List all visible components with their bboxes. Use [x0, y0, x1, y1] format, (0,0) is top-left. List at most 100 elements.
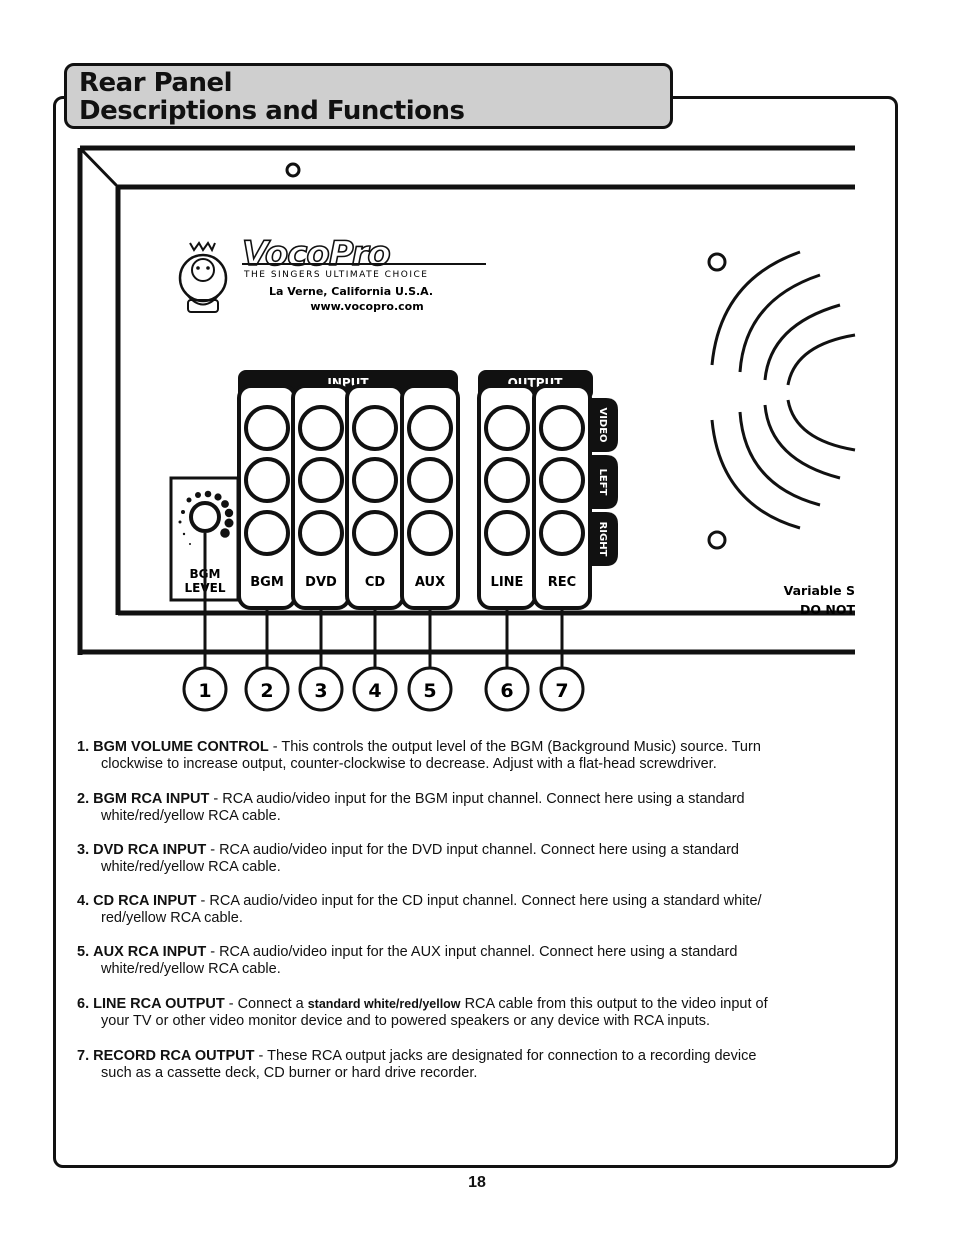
rca-jack-icon — [244, 405, 290, 451]
title-line-2: Descriptions and Functions — [79, 96, 465, 126]
channel-label: AUX — [415, 575, 445, 590]
rca-jack-icon — [539, 405, 585, 451]
item-name: AUX RCA INPUT — [93, 944, 207, 960]
side-tab-video: VIDEO — [592, 398, 618, 452]
item-name: CD RCA INPUT — [93, 893, 197, 909]
item-2: 2. BGM RCA INPUT - RCA audio/video input… — [77, 791, 882, 825]
rca-jack-icon — [484, 457, 530, 503]
item-name: BGM VOLUME CONTROL — [93, 739, 269, 755]
callout-4: 4 — [352, 610, 398, 712]
callout-1: 1 — [182, 533, 228, 712]
jack-column-aux: AUX — [400, 384, 460, 610]
side-tab-label: LEFT — [597, 469, 608, 496]
item-number: 3. — [77, 842, 90, 858]
item-7: 7. RECORD RCA OUTPUT - These RCA output … — [77, 1048, 882, 1082]
side-tab-right: RIGHT — [592, 512, 618, 566]
item-name: DVD RCA INPUT — [93, 842, 207, 858]
item-text-cont: white/red/yellow RCA cable. — [101, 961, 281, 977]
jack-column-dvd: DVD — [291, 384, 351, 610]
item-text: - RCA audio/video input for the BGM inpu… — [209, 791, 745, 807]
rca-jack-icon — [407, 510, 453, 556]
brand-website: www.vocopro.com — [310, 300, 423, 313]
rca-jack-icon — [407, 457, 453, 503]
page-number: 18 — [468, 1174, 486, 1191]
channel-label: CD — [365, 575, 386, 590]
callout-5: 5 — [407, 610, 453, 712]
item-5: 5. AUX RCA INPUT - RCA audio/video input… — [77, 944, 882, 978]
item-text-cont: such as a cassette deck, CD burner or ha… — [101, 1065, 478, 1081]
item-4: 4. CD RCA INPUT - RCA audio/video input … — [77, 893, 882, 927]
item-text-cont: white/red/yellow RCA cable. — [101, 859, 281, 875]
channel-label: BGM — [250, 575, 284, 590]
item-number: 5. — [77, 944, 90, 960]
callout-number: 3 — [314, 680, 327, 702]
rca-jack-icon — [407, 405, 453, 451]
channel-label: REC — [548, 575, 576, 590]
callout-6: 6 — [484, 610, 530, 712]
vocopro-logo: VocoPro THE SINGERS ULTIMATE CHOICE La V… — [178, 233, 486, 313]
rca-jack-icon — [539, 510, 585, 556]
item-text-cont: clockwise to increase output, counter-cl… — [101, 756, 717, 772]
jack-column-bgm: BGM — [237, 384, 297, 610]
item-6: 6. LINE RCA OUTPUT - Connect a standard … — [77, 996, 882, 1030]
side-tab-label: RIGHT — [597, 522, 608, 557]
item-text-cont: your TV or other video monitor device an… — [101, 1013, 711, 1029]
item-1: 1. BGM VOLUME CONTROL - This controls th… — [77, 739, 882, 773]
item-text-cont: white/red/yellow RCA cable. — [101, 808, 281, 824]
level-dots-icon — [178, 490, 234, 545]
callout-number: 4 — [368, 680, 381, 702]
callout-3: 3 — [298, 610, 344, 712]
callout-number: 1 — [198, 680, 211, 702]
side-tab-left: LEFT — [592, 455, 618, 509]
channel-label: DVD — [305, 575, 337, 590]
screw-hole-icon — [285, 162, 301, 178]
chassis-outline — [77, 145, 855, 655]
item-text: - Connect a — [224, 996, 308, 1012]
item-name: RECORD RCA OUTPUT — [93, 1048, 255, 1064]
item-text-cont: red/yellow RCA cable. — [101, 910, 243, 926]
rca-jack-icon — [298, 510, 344, 556]
item-number: 6. — [77, 996, 90, 1012]
lion-mascot-icon — [178, 241, 228, 313]
brand-tagline: THE SINGERS ULTIMATE CHOICE — [243, 270, 428, 280]
channel-label: LINE — [491, 575, 524, 590]
knob-icon — [189, 501, 221, 533]
item-name: LINE RCA OUTPUT — [93, 996, 225, 1012]
rca-jack-icon — [484, 510, 530, 556]
jack-column-line: LINE — [477, 384, 537, 610]
rca-jack-icon — [484, 405, 530, 451]
item-number: 2. — [77, 791, 90, 807]
rear-panel-diagram: VocoPro THE SINGERS ULTIMATE CHOICE La V… — [77, 145, 856, 712]
variable-label-line2: DO NOT — [800, 602, 855, 617]
jack-column-rec: REC — [532, 384, 592, 610]
rca-jack-icon — [298, 457, 344, 503]
item-3: 3. DVD RCA INPUT - RCA audio/video input… — [77, 842, 882, 876]
callout-number: 6 — [500, 680, 513, 702]
rca-jack-icon — [352, 405, 398, 451]
variable-label-line1: Variable S — [784, 583, 855, 598]
callout-number: 5 — [423, 680, 436, 702]
side-tab-label: VIDEO — [597, 407, 608, 442]
rca-jack-icon — [298, 405, 344, 451]
item-name: BGM RCA INPUT — [93, 791, 210, 807]
side-tab-labels: VIDEO LEFT RIGHT — [592, 398, 618, 566]
item-number: 7. — [77, 1048, 90, 1064]
fan-grille — [707, 250, 856, 550]
rca-jack-icon — [244, 457, 290, 503]
item-text: - This controls the output level of the … — [268, 739, 761, 755]
item-text-bold: standard white/red/yellow — [307, 997, 461, 1011]
rca-jack-icon — [539, 457, 585, 503]
callout-number: 2 — [260, 680, 273, 702]
brand-name: VocoPro — [242, 234, 390, 274]
title-line-1: Rear Panel — [79, 68, 233, 98]
fan-screw-icon — [707, 252, 727, 272]
callout-2: 2 — [244, 610, 290, 712]
item-text: - These RCA output jacks are designated … — [254, 1048, 757, 1064]
jack-column-cd: CD — [345, 384, 405, 610]
fan-screw-icon — [707, 530, 727, 550]
item-number: 1. — [77, 739, 90, 755]
rca-jack-icon — [352, 457, 398, 503]
rca-jack-icon — [352, 510, 398, 556]
section-title-box: Rear Panel Descriptions and Functions — [64, 63, 673, 129]
